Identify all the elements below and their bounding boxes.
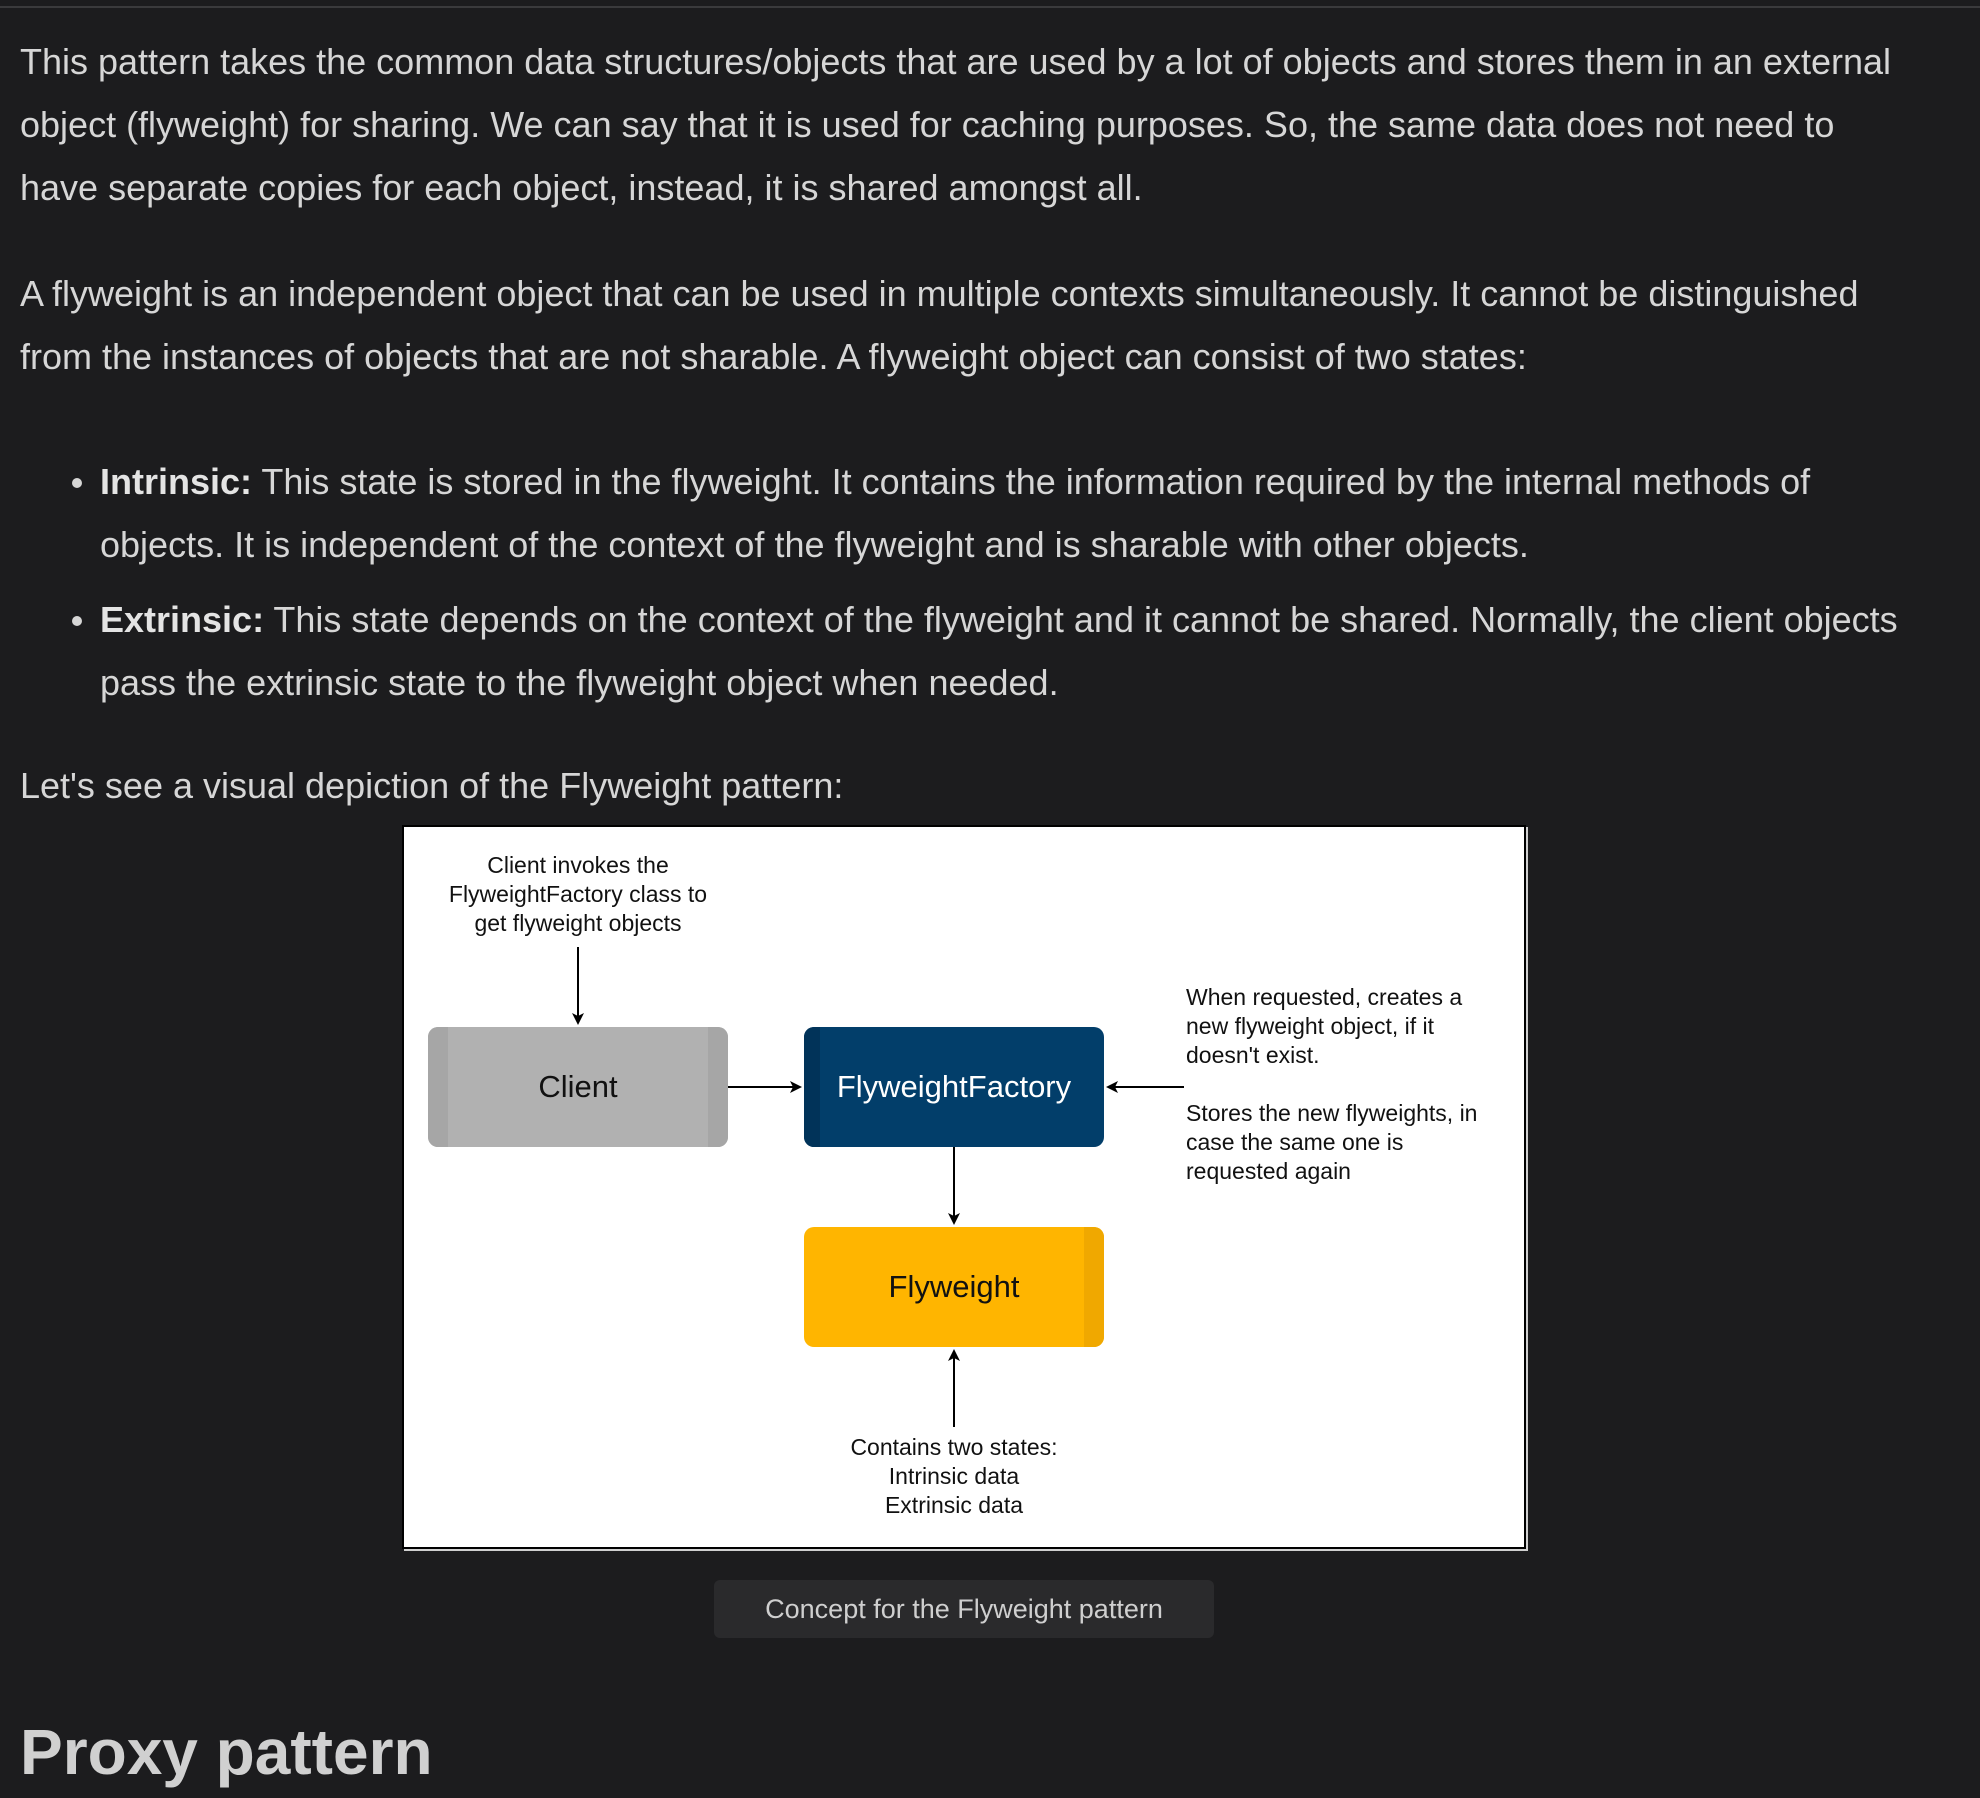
flyweight-box-label: Flyweight (888, 1269, 1020, 1304)
description-extrinsic: This state depends on the context of the… (100, 599, 1898, 703)
diagram-arrows (572, 947, 1184, 1427)
top-divider (0, 0, 1980, 8)
flyweight-note: Contains two states: Intrinsic data Extr… (850, 1434, 1058, 1518)
term-intrinsic: Intrinsic: (100, 461, 253, 502)
flyweight-diagram: Client invokes the FlyweightFactory clas… (402, 825, 1526, 1549)
list-item-extrinsic: Extrinsic: This state depends on the con… (72, 588, 1930, 714)
client-note: Client invokes the FlyweightFactory clas… (448, 852, 708, 936)
section-heading-proxy: Proxy pattern (20, 1716, 433, 1788)
flyweight-factory-box: FlyweightFactory (804, 1027, 1104, 1147)
paragraph-visual-lead: Let's see a visual depiction of the Flyw… (20, 765, 844, 806)
term-extrinsic: Extrinsic: (100, 599, 265, 640)
paragraph-flyweight-definition: A flyweight is an independent object tha… (20, 273, 1859, 377)
client-box: Client (428, 1027, 728, 1147)
list-item-intrinsic: Intrinsic: This state is stored in the f… (72, 450, 1930, 576)
description-intrinsic: This state is stored in the flyweight. I… (100, 461, 1811, 565)
states-list: Intrinsic: This state is stored in the f… (20, 450, 1930, 726)
factory-note: When requested, creates a new flyweight … (1186, 984, 1478, 1184)
flyweight-factory-box-label: FlyweightFactory (836, 1069, 1072, 1104)
paragraph-intro: This pattern takes the common data struc… (20, 41, 1891, 208)
flyweight-box: Flyweight (804, 1227, 1104, 1347)
client-box-label: Client (538, 1069, 618, 1104)
figure-caption: Concept for the Flyweight pattern (714, 1580, 1214, 1638)
